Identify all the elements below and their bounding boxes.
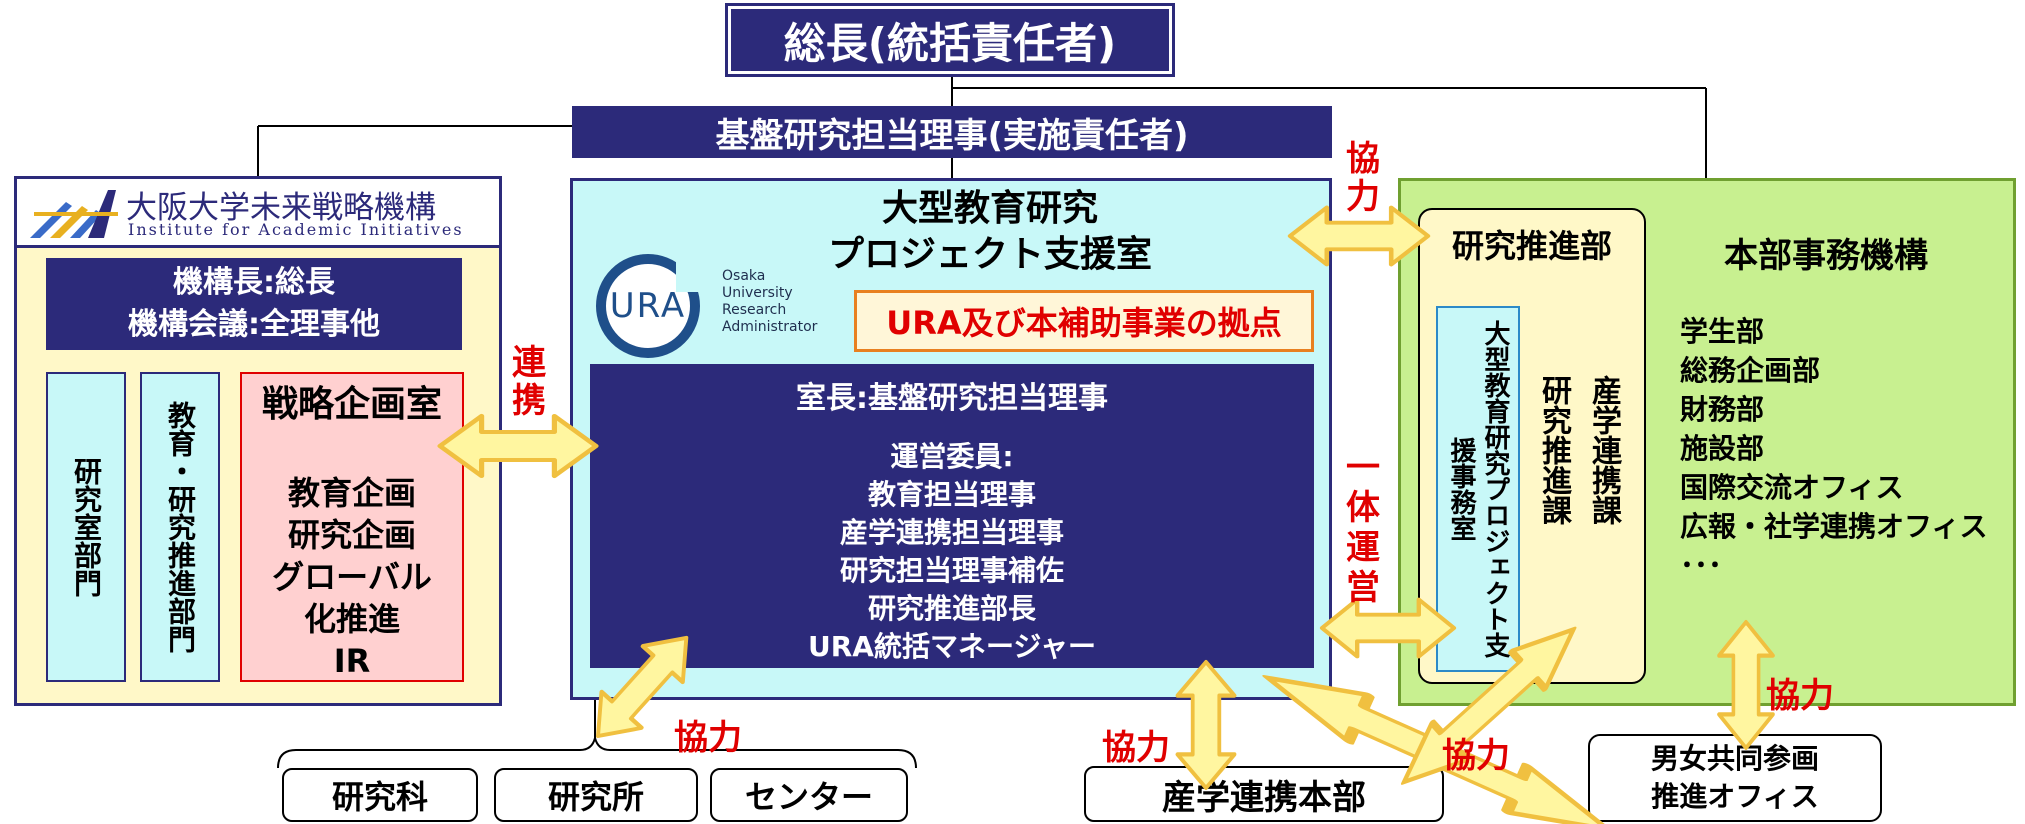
committee-list: 運営委員: 教育担当理事 産学連携担当理事 研究担当理事補佐 研究推進部長 UR… <box>590 438 1314 666</box>
department-item: 国際交流オフィス <box>1680 471 1904 504</box>
ura-hub-box: URA及び本補助事業の拠点 <box>854 290 1314 352</box>
industry-collab-hq: 産学連携本部 <box>1084 766 1444 822</box>
support-office-title-line2: プロジェクト支援室 <box>827 234 1152 275</box>
strategy-item: グローバル <box>272 558 432 596</box>
ura-hub-label: URA及び本補助事業の拠点 <box>886 304 1282 342</box>
department-item: 学生部 <box>1680 315 1765 348</box>
ura-logo-caption: Osaka University Research Administrator <box>722 268 817 336</box>
kyoryoku-center-label: 協力 <box>1442 736 1510 776</box>
support-office-head: 室長:基盤研究担当理事 <box>796 381 1108 416</box>
chair-line2: 機構会議:全理事他 <box>128 307 380 342</box>
ittai-char: 一 <box>1346 448 1380 488</box>
division-education-research-label: 教育・研究推進部門 <box>164 401 197 653</box>
strategy-items: 教育企画 研究企画 グローバル 化推進 IR <box>240 472 464 682</box>
strategy-office <box>240 372 464 682</box>
kyoryoku-char: 力 <box>1346 177 1380 217</box>
renkei-char: 携 <box>512 381 546 421</box>
strategy-item: 化推進 <box>303 600 400 638</box>
institute-name-jp: 大阪大学未来戦略機構 <box>126 190 436 226</box>
ura-caption-line: University <box>722 285 793 301</box>
committee-member: 産学連携担当理事 <box>839 516 1064 549</box>
committee-member: URA統括マネージャー <box>807 630 1096 663</box>
ura-logo-text: URA <box>609 286 687 326</box>
research-dept-title: 研究推進部 <box>1451 227 1612 265</box>
subunit-research-promotion-label: 研究推進課 <box>1536 375 1571 525</box>
president-label: 総長(統括責任者) <box>783 18 1117 68</box>
president-box: 総長(統括責任者) <box>725 3 1175 77</box>
ittai-char: 体 <box>1346 488 1380 528</box>
renkei-char: 連 <box>512 343 546 383</box>
institute-logo <box>30 190 118 238</box>
renkei-label: 連 携 <box>512 344 546 420</box>
ura-caption-line: Osaka <box>722 268 766 284</box>
industry-collab-hq-label: 産学連携本部 <box>1162 777 1366 818</box>
ura-logo-gap <box>676 262 706 292</box>
department-item: ･･･ <box>1680 549 1723 582</box>
chair-line1: 機構長:総長 <box>173 265 335 300</box>
subunit-support-office: 大型教育研究プロジェクト支援事務室 <box>1436 306 1520 672</box>
committee-member: 教育担当理事 <box>867 478 1036 511</box>
department-item: 施設部 <box>1680 432 1765 465</box>
unit-research-institute-label: 研究所 <box>547 778 644 816</box>
committee-member: 研究推進部長 <box>867 592 1036 625</box>
kyoryoku-right-label: 協力 <box>1766 676 1834 716</box>
gender-equality-line1: 男女共同参画 <box>1650 742 1819 775</box>
division-research-lab-label: 研究室部門 <box>70 457 103 597</box>
admin-title: 本部事務機構 <box>1724 236 1928 276</box>
department-item: 財務部 <box>1680 393 1765 426</box>
ittai-unei-label: 一 体 運 営 <box>1346 448 1380 608</box>
gender-equality-line2: 推進オフィス <box>1651 780 1819 813</box>
unit-research-institute: 研究所 <box>494 768 698 822</box>
ura-caption-line: Research <box>722 302 787 318</box>
strategy-item: IR <box>333 642 371 680</box>
ittai-char: 営 <box>1346 568 1380 608</box>
department-item: 広報・社学連携オフィス <box>1680 510 1988 543</box>
executive-director-label: 基盤研究担当理事(実施責任者) <box>715 115 1189 156</box>
department-item: 総務企画部 <box>1680 354 1821 387</box>
strategy-item: 研究企画 <box>287 516 416 554</box>
unit-graduate-school: 研究科 <box>282 768 478 822</box>
subunit-industry-collab: 産学連携課 <box>1580 350 1626 550</box>
ittai-char: 運 <box>1346 528 1380 568</box>
kyoryoku-bottom-left-label: 協力 <box>674 718 742 758</box>
admin-departments: 学生部 総務企画部 財務部 施設部 国際交流オフィス 広報・社学連携オフィス ･… <box>1680 312 1987 585</box>
executive-director-box: 基盤研究担当理事(実施責任者) <box>572 106 1332 158</box>
institute-chair-box: 機構長:総長 機構会議:全理事他 <box>46 258 462 350</box>
strategy-title: 戦略企画室 <box>261 384 442 425</box>
division-education-research: 教育・研究推進部門 <box>140 372 220 682</box>
gender-equality-office: 男女共同参画 推進オフィス <box>1588 734 1882 822</box>
support-office-title-line1: 大型教育研究 <box>881 188 1098 229</box>
unit-center: センター <box>710 768 908 822</box>
committee-member: 研究担当理事補佐 <box>839 554 1064 587</box>
support-office-title: 大型教育研究 プロジェクト支援室 <box>740 186 1240 278</box>
kyoryoku-industry-label: 協力 <box>1102 728 1170 768</box>
subunit-support-office-label: 大型教育研究プロジェクト支援事務室 <box>1446 320 1510 658</box>
unit-center-label: センター <box>744 778 873 816</box>
support-office-governance <box>590 364 1314 668</box>
subunit-research-promotion: 研究推進課 <box>1530 350 1576 550</box>
unit-graduate-school-label: 研究科 <box>331 778 428 816</box>
institute-name-en: Institute for Academic Initiatives <box>128 220 464 239</box>
division-research-lab: 研究室部門 <box>46 372 126 682</box>
committee-title: 運営委員: <box>890 440 1014 473</box>
kyoryoku-top-label: 協 力 <box>1346 140 1380 216</box>
subunit-industry-collab-label: 産学連携課 <box>1586 375 1621 525</box>
kyoryoku-char: 協 <box>1346 139 1380 179</box>
strategy-item: 教育企画 <box>287 474 416 512</box>
ura-caption-line: Administrator <box>722 319 818 335</box>
